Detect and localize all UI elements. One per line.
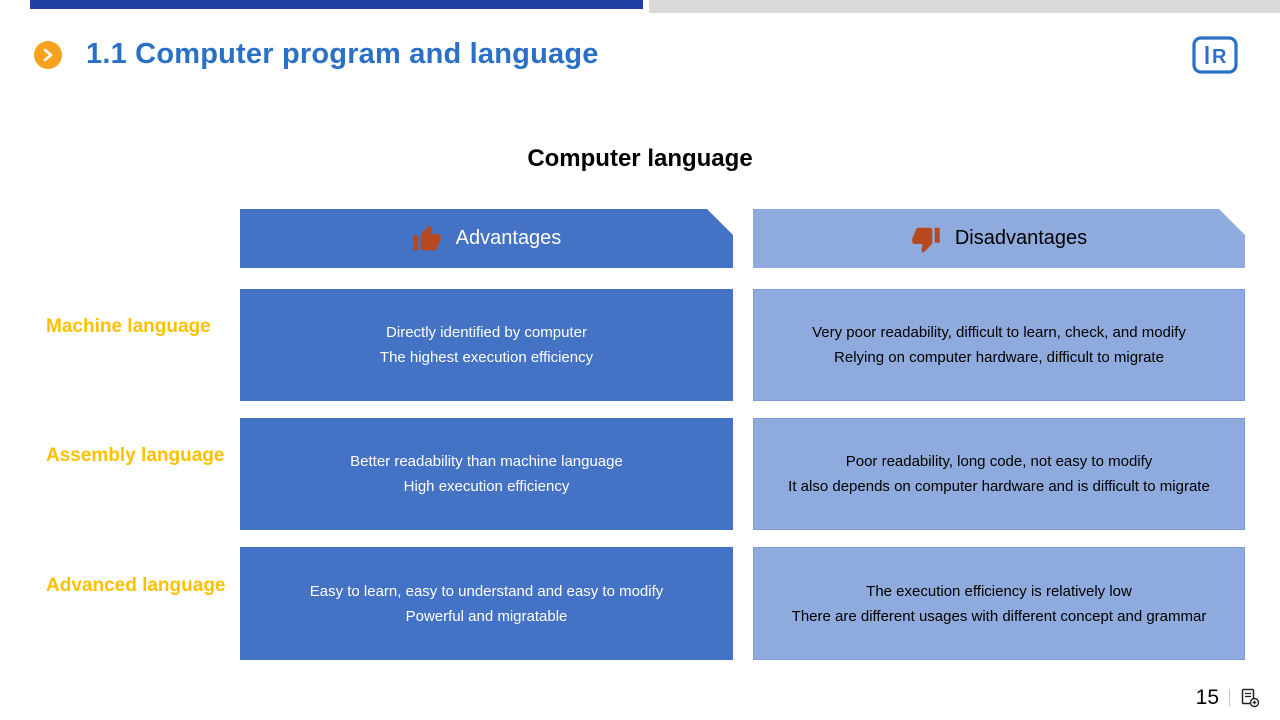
svg-text:R: R — [1212, 46, 1227, 68]
disadvantages-label: Disadvantages — [954, 227, 1088, 249]
cell-text-line: Powerful and migratable — [405, 607, 568, 625]
advantages-banner: Advantages — [240, 209, 733, 268]
cell-text-line: Directly identified by computer — [386, 324, 587, 341]
cell-text-line: Better readability than machine language — [350, 453, 623, 470]
cell-text-line: Poor readability, long code, not easy to… — [845, 453, 1153, 470]
reading-view-icon — [1241, 688, 1260, 708]
cell-text-line: The execution efficiency is relatively l… — [866, 582, 1132, 600]
cell-text-line: It also depends on computer hardware and… — [788, 478, 1210, 495]
thumb-up-icon — [412, 224, 442, 254]
page-number: 15 — [1195, 686, 1219, 709]
top-accent-bar-blue — [30, 0, 643, 9]
cell-text-line: Easy to learn, easy to understand and ea… — [309, 582, 664, 600]
cell-text-line: High execution efficiency — [403, 478, 570, 495]
cell-text-line: There are different usages with differen… — [791, 607, 1207, 625]
row-label-advanced-language: Advanced language — [46, 575, 226, 596]
thumb-down-icon — [911, 224, 941, 254]
advanced-language-disadvantages-cell: The execution efficiency is relatively l… — [753, 547, 1245, 660]
slide-footer: 15 — [1196, 686, 1260, 710]
machine-language-advantages-cell: Directly identified by computer The high… — [240, 289, 733, 401]
row-label-machine-language: Machine language — [46, 316, 211, 337]
chevron-right-icon — [43, 48, 53, 61]
cell-text-line: The highest execution efficiency — [379, 349, 594, 366]
page-title: 1.1 Computer program and language — [86, 38, 599, 70]
assembly-language-disadvantages-cell: Poor readability, long code, not easy to… — [753, 418, 1245, 530]
footer-divider — [1229, 689, 1230, 707]
chevron-badge — [34, 40, 62, 69]
advantages-label: Advantages — [455, 227, 562, 249]
top-accent-bar-gray — [649, 0, 1280, 13]
cell-text-line: Very poor readability, difficult to lear… — [812, 324, 1186, 341]
disadvantages-banner: Disadvantages — [753, 209, 1245, 268]
advanced-language-advantages-cell: Easy to learn, easy to understand and ea… — [240, 547, 733, 660]
brand-logo-icon: R — [1192, 36, 1238, 74]
content-heading: Computer language — [527, 145, 753, 172]
slide-header: 1.1 Computer program and language — [34, 38, 599, 71]
row-label-assembly-language: Assembly language — [46, 445, 225, 466]
machine-language-disadvantages-cell: Very poor readability, difficult to lear… — [753, 289, 1245, 401]
assembly-language-advantages-cell: Better readability than machine language… — [240, 418, 733, 530]
cell-text-line: Relying on computer hardware, difficult … — [834, 349, 1164, 366]
